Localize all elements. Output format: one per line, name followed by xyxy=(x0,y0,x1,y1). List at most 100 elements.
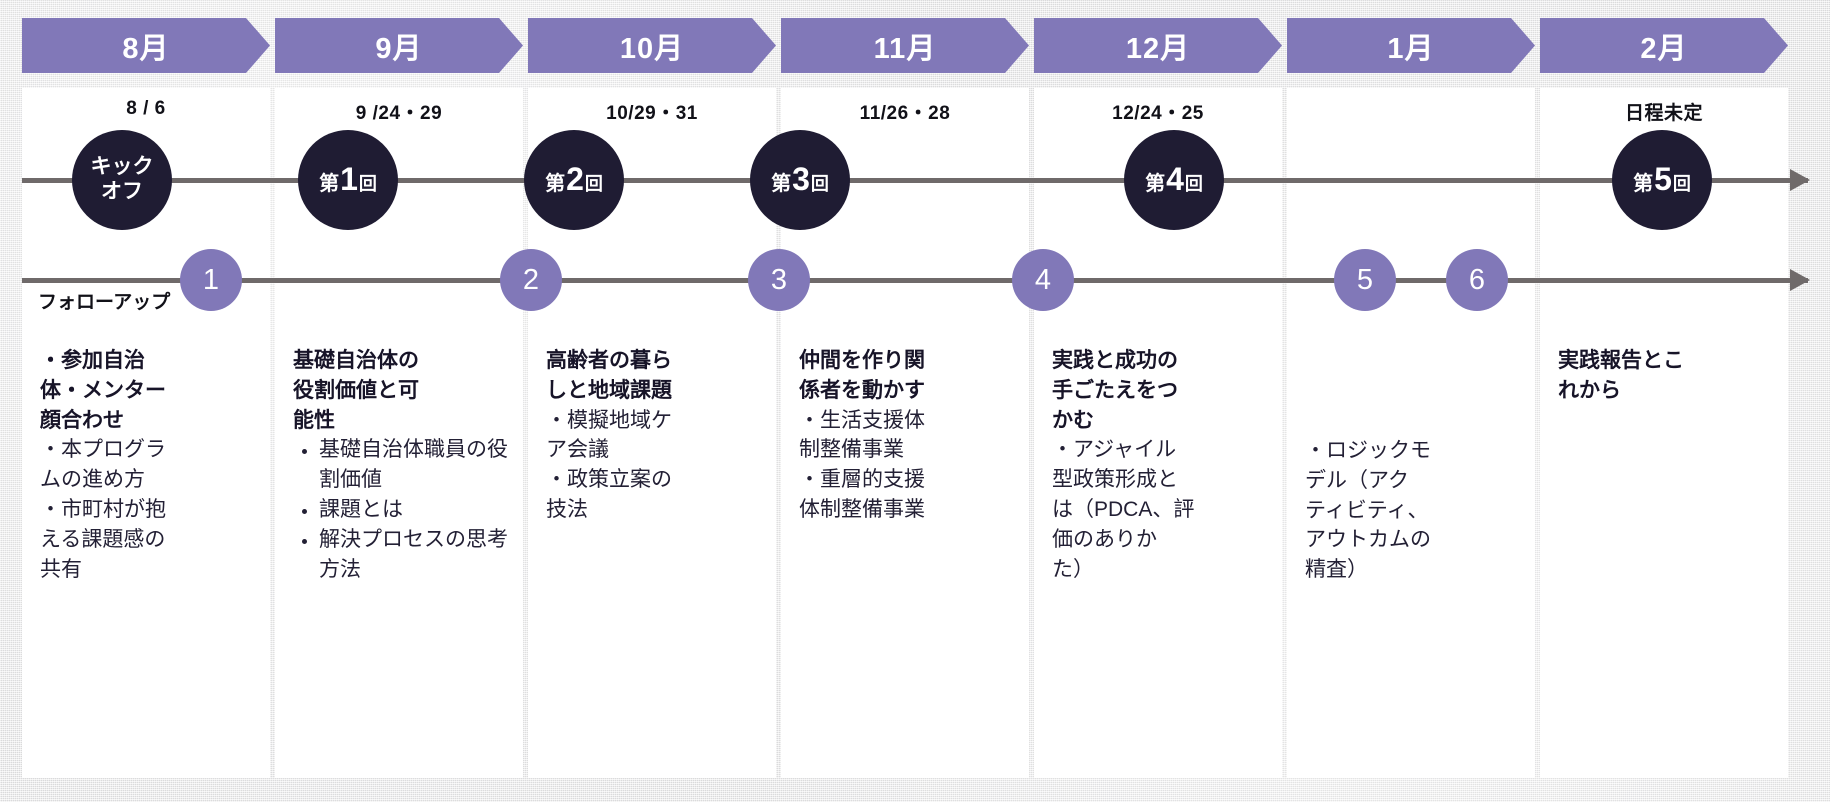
column-jan: ・ロジックモ デル（アク ティビティ、 アウトカムの 精査） xyxy=(1287,88,1535,778)
date-label-nov: 11/26・28 xyxy=(859,103,951,124)
followup-circle-1[interactable]: 1 xyxy=(180,249,242,311)
heading-line: かむ xyxy=(1052,408,1094,432)
body-line: ・本プログラ xyxy=(40,438,166,462)
followup-circle-3[interactable]: 3 xyxy=(748,249,810,311)
month-chevron-jan: 1月 xyxy=(1287,18,1535,73)
node-line-1: キック xyxy=(90,155,154,179)
column-aug: 8 / 6 ・参加自治 体・メンター 顔合わせ ・本プログラ ムの進め方 ・市町… xyxy=(22,88,270,778)
node-line-2: オフ xyxy=(101,180,143,203)
heading-line: 手ごたえをつ xyxy=(1052,378,1178,402)
heading-line: 基礎自治体の xyxy=(293,349,419,372)
body-line: ・模擬地域ケ xyxy=(546,408,672,432)
followup-circle-2[interactable]: 2 xyxy=(500,249,562,311)
body-line: ・政策立案の xyxy=(546,468,672,492)
month-chevron-sep: 9月 xyxy=(275,18,523,73)
list-item: 課題とは xyxy=(319,495,509,525)
followup-timeline-arrow-icon xyxy=(1790,269,1810,291)
node-prefix: 第 xyxy=(319,173,340,196)
bullet-list: 基礎自治体職員の役割価値 課題とは 解決プロセスの思考方法 xyxy=(293,435,509,584)
node-number: 3 xyxy=(792,161,810,198)
node-prefix: 第 xyxy=(1145,173,1166,196)
followup-row-label: フォローアップ xyxy=(38,292,171,313)
body-line: ・重層的支援 xyxy=(799,468,925,492)
month-chevron-feb: 2月 xyxy=(1540,18,1788,73)
node-number: 2 xyxy=(566,161,584,198)
content-nov: 仲間を作り関 係者を動かす ・生活支援体 制整備事業 ・重層的支援 体制整備事業 xyxy=(799,346,1015,525)
followup-circle-6[interactable]: 6 xyxy=(1446,249,1508,311)
node-suffix: 回 xyxy=(1672,174,1691,195)
body-line: ・ロジックモ xyxy=(1305,439,1431,462)
heading-line: 実践と成功の xyxy=(1052,349,1178,372)
heading-line: れから xyxy=(1558,378,1621,402)
node-prefix: 第 xyxy=(545,173,566,196)
heading-line: 係者を動かす xyxy=(799,378,925,402)
body-line: ・生活支援体 xyxy=(799,408,925,432)
month-chevron-row: 8月 9月 10月 11月 12月 1月 2月 xyxy=(22,18,1788,73)
node-number: 5 xyxy=(1654,161,1672,198)
heading-line: 体・メンター xyxy=(40,378,166,402)
date-label-sep: 9 /24・29 xyxy=(355,103,443,124)
column-card-row: 8 / 6 ・参加自治 体・メンター 顔合わせ ・本プログラ ムの進め方 ・市町… xyxy=(22,88,1788,778)
content-dec: 実践と成功の 手ごたえをつ かむ ・アジャイル 型政策形成と は（PDCA、評 … xyxy=(1052,346,1268,585)
body-line: 体制整備事業 xyxy=(799,498,925,522)
node-prefix: 第 xyxy=(771,173,792,196)
content-aug: ・参加自治 体・メンター 顔合わせ ・本プログラ ムの進め方 ・市町村が抱 える… xyxy=(40,346,256,585)
body-line: アウトカムの xyxy=(1305,528,1431,552)
node-suffix: 回 xyxy=(584,174,603,195)
node-number: 1 xyxy=(340,161,358,198)
heading-line: 顔合わせ xyxy=(40,408,124,432)
body-line: は（PDCA、評 xyxy=(1052,498,1195,522)
content-jan: ・ロジックモ デル（アク ティビティ、 アウトカムの 精査） xyxy=(1305,436,1521,585)
body-line: ・アジャイル xyxy=(1052,438,1177,462)
followup-timeline-line xyxy=(22,278,1808,283)
body-line: 型政策形成と xyxy=(1052,468,1178,492)
node-suffix: 回 xyxy=(810,174,829,195)
body-line: 価のありか xyxy=(1052,527,1157,551)
heading-line: 仲間を作り関 xyxy=(799,349,925,372)
followup-circle-4[interactable]: 4 xyxy=(1012,249,1074,311)
body-line: ・市町村が抱 xyxy=(40,498,166,522)
month-chevron-oct: 10月 xyxy=(528,18,776,73)
heading-line: ・参加自治 xyxy=(40,349,145,372)
node-kickoff[interactable]: キック オフ xyxy=(72,130,172,230)
heading-line: 実践報告とこ xyxy=(1558,349,1684,372)
body-line: ムの進め方 xyxy=(40,468,145,492)
body-line: 制整備事業 xyxy=(799,438,904,462)
content-oct: 高齢者の暮ら しと地域課題 ・模擬地域ケ ア会議 ・政策立案の 技法 xyxy=(546,346,762,525)
date-label-feb: 日程未定 xyxy=(1624,103,1703,124)
body-line: える課題感の xyxy=(40,527,166,551)
content-feb: 実践報告とこ れから xyxy=(1558,346,1774,406)
node-prefix: 第 xyxy=(1633,173,1654,196)
heading-line: 役割価値と可 xyxy=(293,378,419,402)
month-chevron-dec: 12月 xyxy=(1034,18,1282,73)
node-suffix: 回 xyxy=(358,174,377,195)
body-line: ア会議 xyxy=(546,438,609,462)
date-label-dec: 12/24・25 xyxy=(1112,103,1204,124)
heading-line: 能性 xyxy=(293,408,335,432)
node-number: 4 xyxy=(1166,161,1184,198)
list-item: 基礎自治体職員の役割価値 xyxy=(319,435,509,495)
body-line: た） xyxy=(1052,557,1094,581)
heading-line: 高齢者の暮ら xyxy=(546,349,672,372)
body-line: 技法 xyxy=(546,498,588,522)
month-chevron-nov: 11月 xyxy=(781,18,1029,73)
date-label-aug: 8 / 6 xyxy=(126,98,166,119)
month-chevron-aug: 8月 xyxy=(22,18,270,73)
main-timeline-arrow-icon xyxy=(1790,169,1810,191)
body-line: 共有 xyxy=(40,557,82,581)
body-line: デル（アク xyxy=(1305,468,1409,492)
heading-line: しと地域課題 xyxy=(546,378,672,402)
list-item: 解決プロセスの思考方法 xyxy=(319,525,509,585)
followup-circle-5[interactable]: 5 xyxy=(1334,249,1396,311)
node-suffix: 回 xyxy=(1184,174,1203,195)
